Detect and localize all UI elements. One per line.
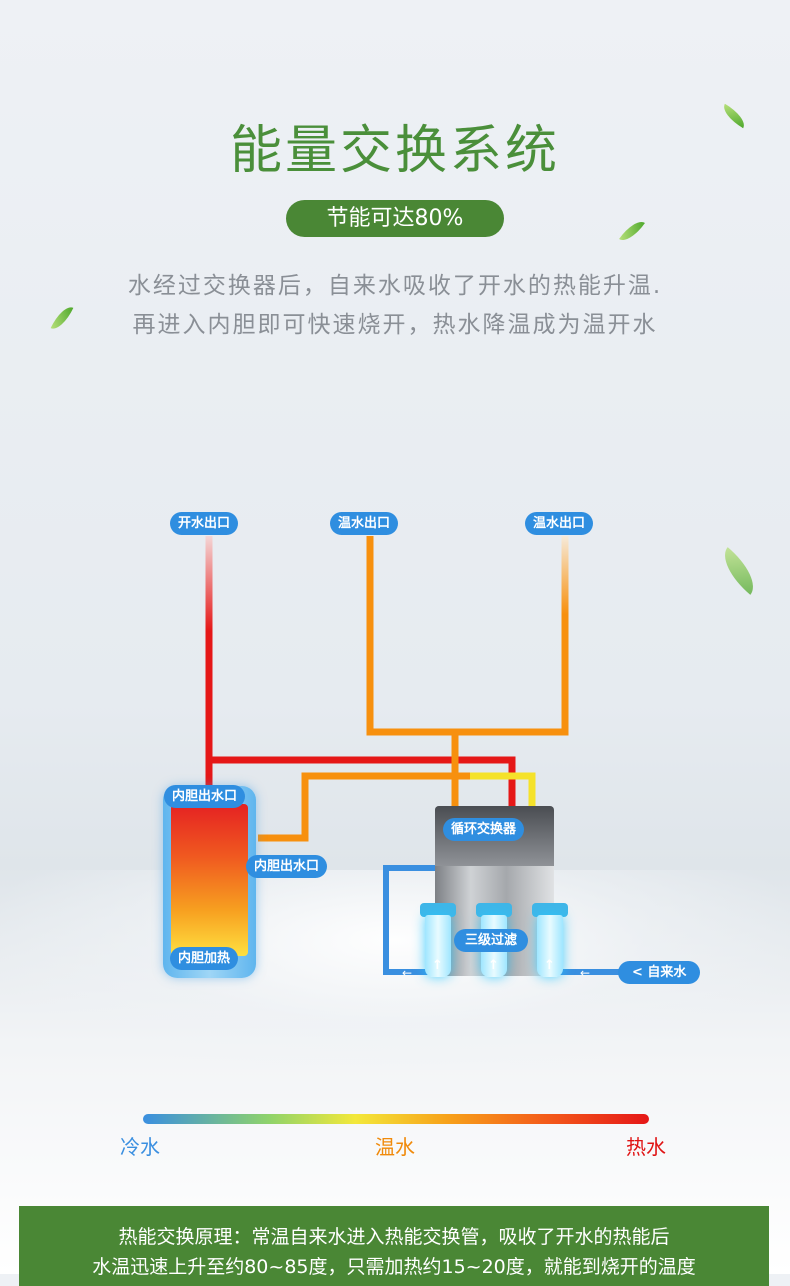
tank-heat-fill (171, 804, 248, 956)
label-exchanger: 循环交换器 (443, 818, 525, 841)
hot-pipe (205, 536, 516, 808)
filter-body (537, 915, 563, 977)
svg-text:←: ← (580, 966, 590, 980)
arrow-up-icon: ↑ (432, 958, 443, 973)
footer-panel: 热能交换原理：常温自来水进入热能交换管，吸收了开水的热能后 水温迅速上升至约80… (19, 1206, 769, 1286)
warm-pipe-2 (455, 536, 569, 736)
filter-2: ↑ (476, 903, 512, 979)
heating-tank (163, 786, 256, 978)
arrow-up-icon: ↑ (544, 958, 555, 973)
legend-warm: 温水 (375, 1135, 415, 1159)
filter-cap (476, 903, 512, 917)
temperature-gradient-bar (143, 1114, 649, 1124)
filter-3: ↑ (532, 903, 568, 979)
filter-body (425, 915, 451, 977)
label-tank-top-outlet: 内胆出水口 (164, 785, 246, 808)
svg-text:←: ← (402, 966, 412, 980)
energy-saving-badge: 节能可达80% (286, 200, 504, 237)
hot-pipe-lower (205, 700, 516, 808)
legend-cold: 冷水 (120, 1135, 160, 1159)
warm-pipe-1 (366, 536, 459, 808)
footer-line-2: 水温迅速上升至约80~85度，只需加热约15~20度，就能到烧开的温度 (92, 1256, 696, 1278)
page-title: 能量交换系统 (229, 121, 560, 181)
label-warm-outlet-2: 温水出口 (525, 512, 594, 535)
footer-line-1: 热能交换原理：常温自来水进入热能交换管，吸收了开水的热能后 (118, 1226, 670, 1248)
label-tank-heating: 内胆加热 (170, 947, 239, 970)
label-tank-side-outlet: 内胆出水口 (246, 855, 328, 878)
label-filters: 三级过滤 (454, 929, 529, 952)
label-boiling-outlet: 开水出口 (170, 512, 239, 535)
label-warm-outlet-1: 温水出口 (330, 512, 399, 535)
description-line-1: 水经过交换器后，自来水吸收了开水的热能升温. (127, 273, 663, 299)
filter-cap (532, 903, 568, 917)
arrow-up-icon: ↑ (488, 958, 499, 973)
label-tap-water: < 自来水 (618, 961, 701, 984)
legend-hot: 热水 (626, 1135, 666, 1159)
filter-cap (420, 903, 456, 917)
filter-1: ↑ (420, 903, 456, 979)
description-line-2: 再进入内胆即可快速烧开，热水降温成为温开水 (132, 312, 658, 338)
side-pipe-yellow (470, 772, 536, 808)
